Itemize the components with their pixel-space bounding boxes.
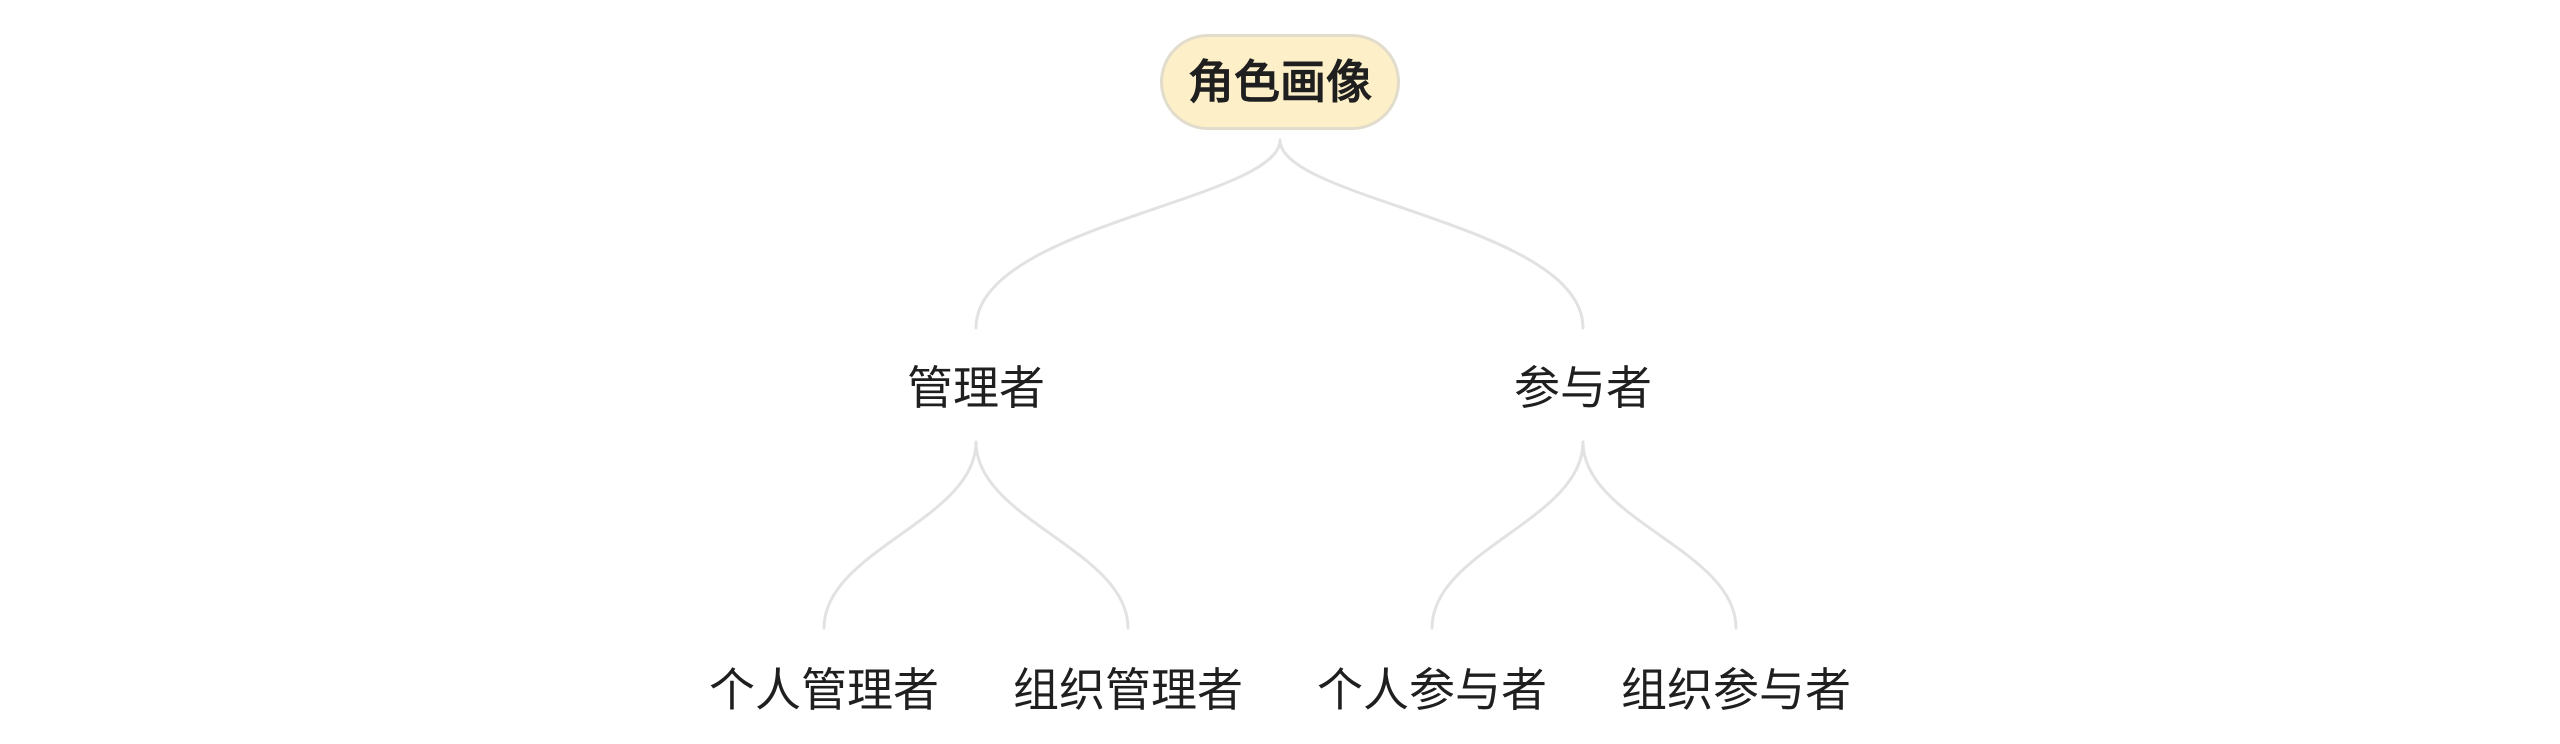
edge-participant-to-org-participant <box>1581 440 1738 630</box>
node-personal-manager-label: 个人管理者 <box>709 663 939 717</box>
node-manager-label: 管理者 <box>907 361 1045 415</box>
edge-manager-to-org-manager <box>974 440 1130 630</box>
root-node[interactable]: 角色画像 <box>1160 34 1400 130</box>
node-personal-participant-label: 个人参与者 <box>1317 663 1547 717</box>
edge-root-to-manager <box>974 138 1282 330</box>
node-personal-participant[interactable]: 个人参与者 <box>1317 667 1547 713</box>
node-participant[interactable]: 参与者 <box>1514 365 1652 411</box>
edge-manager-to-personal-manager <box>822 440 978 630</box>
node-participant-label: 参与者 <box>1514 361 1652 415</box>
node-personal-manager[interactable]: 个人管理者 <box>709 667 939 713</box>
node-manager[interactable]: 管理者 <box>907 365 1045 411</box>
node-org-manager[interactable]: 组织管理者 <box>1013 667 1243 713</box>
edge-root-to-participant <box>1278 138 1585 330</box>
edge-participant-to-personal-participant <box>1430 440 1585 630</box>
node-org-manager-label: 组织管理者 <box>1013 663 1243 717</box>
node-org-participant[interactable]: 组织参与者 <box>1621 667 1851 713</box>
node-org-participant-label: 组织参与者 <box>1621 663 1851 717</box>
root-node-label: 角色画像 <box>1188 55 1372 109</box>
